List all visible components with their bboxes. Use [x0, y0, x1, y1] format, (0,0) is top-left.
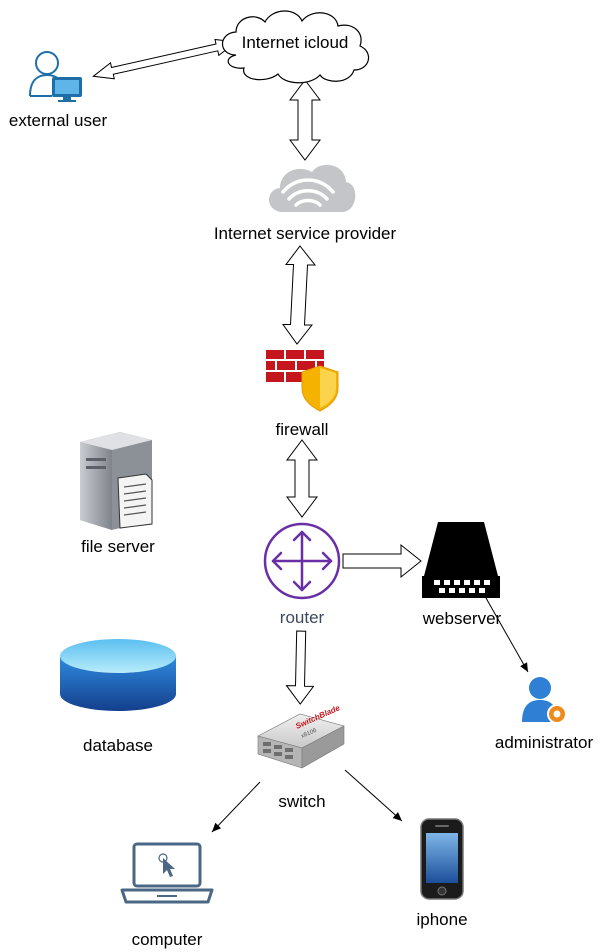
firewall-label: firewall [276, 420, 329, 439]
external-user-label: external user [9, 111, 108, 130]
connector-router-webserver [342, 543, 422, 579]
webserver-label: webserver [422, 609, 502, 628]
laptop-icon [120, 842, 214, 904]
iphone-label: iphone [416, 910, 467, 929]
file-server-node[interactable]: file server [80, 432, 155, 556]
switch-node[interactable]: SwitchBlade x8106 switch [257, 703, 345, 811]
file-server-icon [80, 432, 153, 530]
database-node[interactable]: database [60, 639, 176, 755]
file-server-label: file server [81, 537, 155, 556]
router-node[interactable]: router [263, 522, 341, 627]
computer-label: computer [132, 930, 203, 949]
external-user-node[interactable]: external user [9, 51, 108, 130]
database-label: database [83, 736, 153, 755]
connector-isp-firewall [282, 245, 317, 345]
connector-cloud-isp [289, 79, 321, 161]
admin-user-icon [522, 677, 567, 724]
connector-webserver-admin [485, 597, 529, 673]
isp-node[interactable]: Internet service provider [214, 164, 397, 243]
wifi-cloud-icon [269, 164, 356, 212]
connector-switch-iphone [344, 769, 403, 822]
webserver-node[interactable]: webserver [422, 522, 502, 628]
connector-user-cloud [92, 38, 238, 80]
router-icon [263, 522, 341, 600]
cloud-node[interactable]: Internet icloud [221, 10, 370, 84]
user-computer-icon [29, 51, 82, 102]
connector-firewall-router [286, 439, 318, 518]
database-icon [60, 639, 176, 711]
firewall-shield-icon [266, 350, 339, 412]
administrator-node[interactable]: administrator [495, 677, 594, 752]
iphone-node[interactable]: iphone [416, 818, 468, 929]
phone-icon [420, 818, 464, 900]
connector-switch-computer [211, 781, 261, 833]
firewall-node[interactable]: firewall [266, 350, 339, 439]
connectors [92, 38, 529, 833]
switch-label: switch [278, 792, 325, 811]
computer-node[interactable]: computer [120, 842, 214, 949]
switch-icon: SwitchBlade x8106 [257, 703, 345, 769]
administrator-label: administrator [495, 733, 594, 752]
router-label: router [280, 608, 325, 627]
server-icon [422, 522, 500, 598]
isp-label: Internet service provider [214, 224, 397, 243]
cloud-label: Internet icloud [242, 33, 349, 52]
connector-router-switch [285, 630, 315, 705]
cloud-icon [221, 10, 370, 84]
